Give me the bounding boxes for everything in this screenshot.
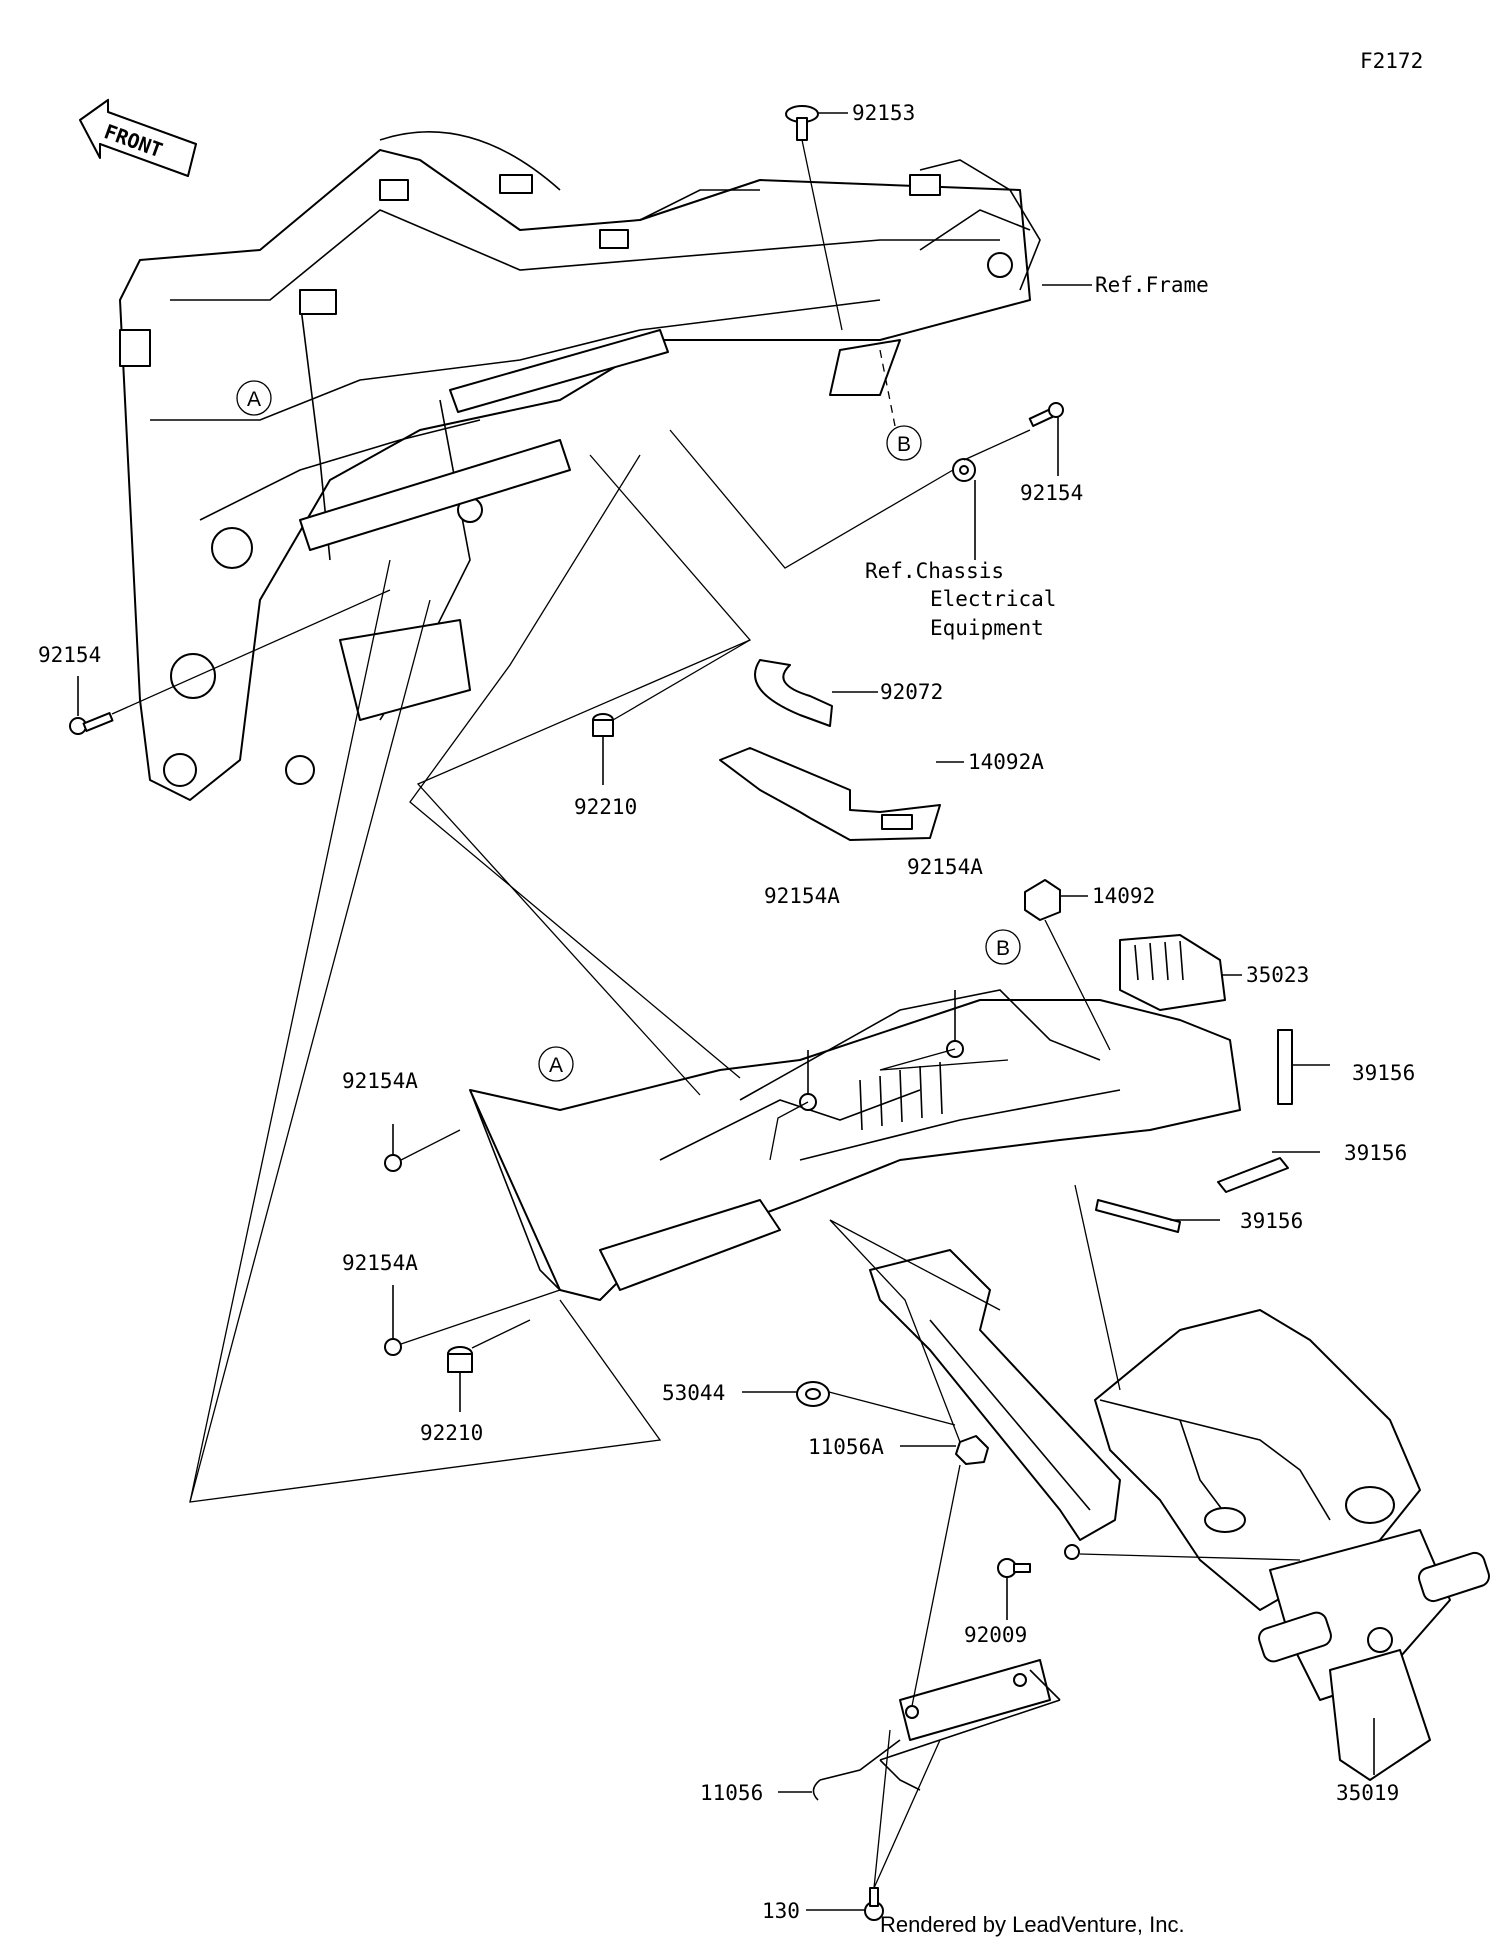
bolt-92154-left-icon bbox=[69, 712, 114, 735]
part-92009-label: 92009 bbox=[964, 1623, 1027, 1647]
bolt-92154-right-icon bbox=[1028, 402, 1064, 427]
part-92210-upper-label: 92210 bbox=[574, 795, 637, 819]
part-92154a-4-label: 92154A bbox=[342, 1251, 418, 1275]
part-35019-label: 35019 bbox=[1336, 1781, 1399, 1805]
strip-39156-3-icon bbox=[1095, 1199, 1181, 1233]
leader-lines bbox=[77, 112, 1375, 1911]
ref-chassis-label-3: Equipment bbox=[930, 616, 1044, 640]
part-39156-1-label: 39156 bbox=[1352, 1061, 1415, 1085]
front-arrow-icon: FRONT bbox=[78, 98, 197, 178]
strip-39156-1-icon bbox=[1277, 1029, 1293, 1105]
screw-92153-icon bbox=[785, 105, 819, 141]
callout-a-frame: A bbox=[236, 380, 272, 416]
part-39156-2-label: 39156 bbox=[1344, 1141, 1407, 1165]
bracket-11056a-illustration bbox=[869, 1249, 1121, 1560]
collar-92210-lower-icon bbox=[447, 1346, 473, 1373]
part-53044-label: 53044 bbox=[662, 1381, 725, 1405]
part-92154a-2-label: 92154A bbox=[907, 855, 983, 879]
band-92072-icon bbox=[754, 659, 833, 727]
part-92154a-1-label: 92154A bbox=[764, 884, 840, 908]
ref-frame-label: Ref.Frame bbox=[1095, 273, 1209, 297]
part-35023-label: 35023 bbox=[1246, 963, 1309, 987]
svg-text:A: A bbox=[549, 1054, 563, 1077]
part-92072-label: 92072 bbox=[880, 680, 943, 704]
callout-b-frame: B bbox=[886, 425, 922, 461]
part-92210-lower-label: 92210 bbox=[420, 1421, 483, 1445]
frame-illustration bbox=[119, 131, 1041, 801]
collar-92210-upper-icon bbox=[592, 713, 614, 737]
callout-b-fender: B bbox=[985, 929, 1021, 965]
credit-text: Rendered by LeadVenture, Inc. bbox=[880, 1912, 1185, 1937]
strip-39156-2-icon bbox=[1217, 1157, 1289, 1193]
part-11056-label: 11056 bbox=[700, 1781, 763, 1805]
chassis-clamp-icon bbox=[952, 458, 976, 482]
bolt-92154a-4-icon bbox=[384, 1338, 402, 1356]
svg-text:B: B bbox=[996, 937, 1010, 960]
pad-14092a-icon bbox=[719, 747, 941, 841]
ref-chassis-label-2: Electrical bbox=[930, 587, 1056, 611]
ref-chassis-label-1: Ref.Chassis bbox=[865, 559, 1004, 583]
figure-code: F2172 bbox=[1360, 49, 1423, 73]
part-11056a-label: 11056A bbox=[808, 1435, 884, 1459]
part-130-label: 130 bbox=[762, 1899, 800, 1923]
svg-text:B: B bbox=[897, 433, 911, 456]
nut-11056a-icon bbox=[955, 1435, 989, 1465]
rear-fender-35019-illustration bbox=[1094, 1309, 1490, 1781]
clip-14092-icon bbox=[1024, 879, 1061, 921]
screw-92009-icon bbox=[997, 1558, 1031, 1578]
part-92154-left-label: 92154 bbox=[38, 643, 101, 667]
callout-a-fender: A bbox=[538, 1046, 574, 1082]
part-14092a-label: 14092A bbox=[968, 750, 1044, 774]
part-92154a-3-label: 92154A bbox=[342, 1069, 418, 1093]
grommet-53044-icon bbox=[796, 1381, 830, 1407]
bracket-11056-illustration bbox=[812, 1659, 1061, 1801]
part-92154-right-label: 92154 bbox=[1020, 481, 1083, 505]
bolt-92154a-3-icon bbox=[384, 1154, 402, 1172]
part-39156-3-label: 39156 bbox=[1240, 1209, 1303, 1233]
part-14092-label: 14092 bbox=[1092, 884, 1155, 908]
fender-illustration bbox=[469, 934, 1241, 1301]
svg-text:A: A bbox=[247, 388, 261, 411]
part-92153-label: 92153 bbox=[852, 101, 915, 125]
